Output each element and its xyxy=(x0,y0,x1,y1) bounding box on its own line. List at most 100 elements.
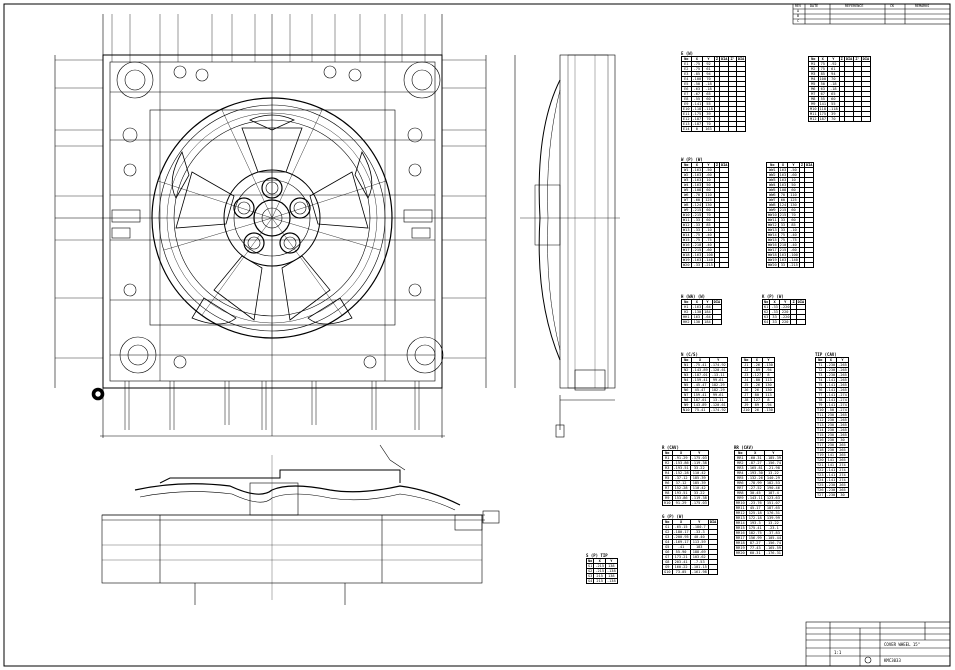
table-cell: -138 xyxy=(604,568,618,574)
table-cell: 30 xyxy=(836,492,849,498)
table-row: E6-63-18 xyxy=(681,86,747,92)
table-cell: -230 xyxy=(824,372,838,378)
table-cell: -156.74 xyxy=(763,460,783,466)
table-cell: -152.28 xyxy=(671,470,691,476)
table-cell xyxy=(860,116,872,122)
table-row: RR1-60.31-185.39 xyxy=(734,455,783,461)
table-cell: 33 xyxy=(769,319,780,325)
table-cell: -274 xyxy=(836,402,849,408)
table-cell: -200.95 xyxy=(671,534,691,540)
table-cell: -187.01 xyxy=(690,372,710,378)
table-cell: WW17 xyxy=(766,247,779,253)
table-cell: N10 xyxy=(681,407,692,413)
table-cell: WW10 xyxy=(766,212,779,218)
table-cell: 73.05 xyxy=(671,569,691,575)
table-cell: -120.61 xyxy=(708,367,728,373)
table-cell: 110.42 xyxy=(689,470,709,476)
table-cell: -215 xyxy=(690,247,704,253)
title-block-frame xyxy=(805,621,951,667)
table-cell: 160.22 xyxy=(671,564,691,570)
table-cell xyxy=(707,569,719,575)
revision-header-rev: REV xyxy=(795,4,802,8)
table-cell: -141 xyxy=(824,477,838,483)
table-e-caption: E (W) xyxy=(681,51,694,56)
table-cell: -163 xyxy=(690,252,704,258)
table-t-caption: TIP (CAV) xyxy=(815,352,837,357)
table-cell: -175.03 xyxy=(689,500,709,506)
table-w-caption: W (P) (W) xyxy=(681,157,703,162)
table-cell: 203.41 xyxy=(671,559,691,565)
table-cell: -108 xyxy=(690,187,704,193)
table-cell: 125.18 xyxy=(745,510,765,516)
table-cell: -230 xyxy=(824,482,838,488)
table-row: J1-26-130 xyxy=(741,362,775,368)
table-cell: 113.59 xyxy=(689,539,709,545)
table-cell: RR10 xyxy=(734,500,747,506)
table-cell: -163 xyxy=(690,304,704,310)
table-cell: -37.12 xyxy=(671,475,691,481)
table-row: T5-141-265 xyxy=(815,382,849,388)
table-cell: RR20 xyxy=(734,550,747,556)
table-cell: RR11 xyxy=(734,505,747,511)
table-cell: -37.83 xyxy=(763,530,783,536)
table-row: T2-230-265 xyxy=(815,367,849,373)
table-cell: 182.75 xyxy=(745,530,765,536)
table-h-caption: H (WA) (W) xyxy=(681,294,706,299)
revision-row-a: A xyxy=(797,9,800,13)
table-cell: 151.07 xyxy=(763,500,783,506)
table-cell: -130 xyxy=(762,407,775,413)
table-row: W18-163-100 xyxy=(681,252,730,258)
table-rr-caption: RR (CAV) xyxy=(734,445,754,450)
table-cell xyxy=(735,126,747,132)
table-cell: -141 xyxy=(824,392,838,398)
table-cell: -143.11 xyxy=(745,495,765,501)
table-cell: 140.29 xyxy=(763,475,783,481)
table-cell: RR19 xyxy=(734,545,747,551)
table-cell: S4 xyxy=(585,578,595,584)
table-cell: RR17 xyxy=(734,535,747,541)
table-cell xyxy=(713,126,721,132)
table-cell: -220 xyxy=(778,314,792,320)
table-cell: -141 xyxy=(824,467,838,473)
table-cell xyxy=(853,116,862,122)
table-cell: -119.38 xyxy=(689,460,709,466)
table-cell: -13.11 xyxy=(708,372,728,378)
table-cell: 184 xyxy=(702,319,713,325)
table-cell: -143.89 xyxy=(690,367,710,373)
table-cell: 185.39 xyxy=(689,480,709,486)
table-row: R1-91.29-175.03 xyxy=(662,455,709,461)
table-cell: -163 xyxy=(690,172,704,178)
table-row: RR3-165.81-21.98 xyxy=(734,465,783,471)
table-cell: 0 xyxy=(690,126,704,132)
table-cell: 143.89 xyxy=(690,402,710,408)
